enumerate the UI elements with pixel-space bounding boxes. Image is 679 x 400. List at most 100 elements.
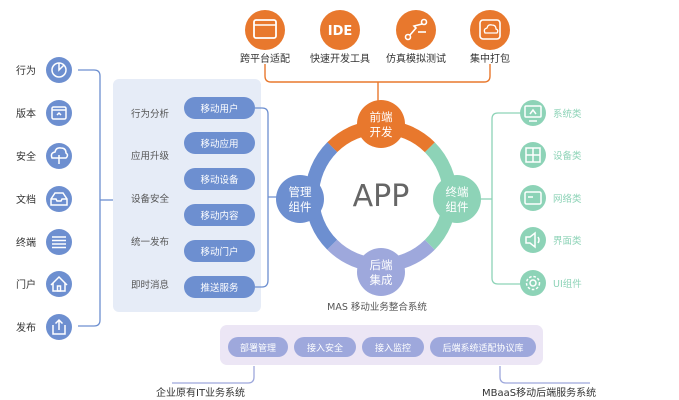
tool-circle [245, 10, 285, 50]
mgmt-label: 应用升级 [131, 150, 170, 162]
right-item-label: UI组件 [553, 278, 582, 290]
center-app-label: APP [353, 179, 410, 214]
tool-label: 集中打包 [470, 52, 510, 65]
node-label-line2: 组件 [446, 200, 469, 214]
left-item-label: 发布 [16, 321, 36, 334]
monitor-icon [524, 105, 542, 122]
left-item-version[interactable]: 版本 [16, 100, 72, 126]
left-icon-column: 行为 版本 安全 文档 [16, 57, 114, 340]
mgmt-pill-mobile-app[interactable]: 移动应用 [184, 132, 255, 154]
node-label-line1: 前端 [370, 110, 393, 124]
node-label-line1: 管理 [289, 185, 312, 199]
right-item-interface[interactable]: 界面类 [520, 227, 582, 253]
node-label-line1: 后端 [370, 258, 393, 272]
mgmt-label: 设备安全 [131, 193, 170, 205]
left-item-label: 文档 [16, 193, 36, 206]
tool-simulation-test[interactable]: 仿真模拟测试 [386, 10, 446, 65]
left-item-portal[interactable]: 门户 [16, 271, 72, 297]
mgmt-label: 统一发布 [131, 236, 169, 248]
mas-pill-label: 接入监控 [375, 342, 411, 354]
left-item-label: 安全 [16, 150, 36, 163]
left-item-circle [46, 229, 72, 255]
home-icon [50, 275, 68, 292]
share-icon [52, 318, 66, 335]
left-item-document[interactable]: 文档 [16, 186, 72, 212]
pill-label: 移动内容 [200, 210, 239, 222]
node-backend[interactable]: 后端 集成 [357, 248, 405, 296]
route-test-icon [404, 18, 428, 41]
node-label-line2: 组件 [289, 200, 312, 214]
right-item-circle [520, 100, 546, 126]
mgmt-pill-mobile-user[interactable]: 移动用户 [184, 97, 255, 119]
document-tray-icon [50, 192, 68, 206]
right-item-circle [520, 185, 546, 211]
node-terminal-components[interactable]: 终端 组件 [433, 175, 481, 223]
left-item-label: 终端 [16, 236, 36, 249]
speaker-icon [525, 231, 540, 249]
node-management-components[interactable]: 管理 组件 [276, 175, 324, 223]
pill-label: 移动设备 [200, 174, 239, 186]
left-bracket [78, 69, 101, 327]
pill-label: 移动门户 [200, 246, 238, 258]
mgmt-pill-mobile-device[interactable]: 移动设备 [184, 168, 255, 190]
tool-packaging[interactable]: 集中打包 [470, 10, 510, 65]
browser-window-icon [253, 19, 277, 39]
card-icon [524, 191, 542, 205]
grid-icon [525, 147, 541, 163]
pill-label: 移动应用 [200, 138, 238, 150]
tool-label: 跨平台适配 [240, 52, 290, 65]
mgmt-pill-mobile-portal[interactable]: 移动门户 [184, 240, 255, 262]
top-tools: 跨平台适配 IDE 快速开发工具 仿真模拟测试 集中打包 [240, 10, 510, 102]
cloud-shield-icon [50, 147, 69, 164]
mas-pill-backend-protocol[interactable]: 后端系统适配协议库 [430, 337, 536, 357]
tool-circle [396, 10, 436, 50]
right-item-label: 设备类 [553, 150, 582, 162]
tool-circle [320, 10, 360, 50]
version-icon [51, 106, 67, 120]
mas-pill-label: 部署管理 [240, 342, 276, 354]
right-item-ui-components[interactable]: UI组件 [520, 270, 582, 296]
node-label-line2: 开发 [370, 125, 393, 139]
bottom-right-connector [499, 366, 590, 384]
right-bracket [491, 112, 522, 285]
mbaas-label: MBaaS移动后端服务系统 [482, 386, 596, 399]
ide-icon: IDE [328, 24, 353, 39]
left-item-circle [46, 186, 72, 212]
pill-label: 移动用户 [200, 103, 238, 115]
left-item-publish[interactable]: 发布 [16, 314, 72, 340]
mgmt-pill-mobile-content[interactable]: 移动内容 [184, 204, 255, 226]
left-item-terminal[interactable]: 终端 [16, 229, 72, 255]
management-panel: 行为分析 应用升级 设备安全 统一发布 即时消息 移动用户 移动应用 移动设备 … [113, 79, 290, 312]
right-icon-column: 系统类 设备类 网络类 界面类 [480, 100, 582, 296]
right-item-circle [520, 270, 546, 296]
cloud-package-icon [479, 19, 501, 40]
mas-title: MAS 移动业务整合系统 [327, 301, 427, 313]
tool-ide[interactable]: IDE 快速开发工具 [310, 10, 370, 65]
list-icon [52, 236, 66, 249]
right-item-label: 界面类 [553, 235, 582, 247]
right-item-network[interactable]: 网络类 [520, 185, 582, 211]
tool-cross-platform[interactable]: 跨平台适配 [240, 10, 290, 65]
node-label-line1: 终端 [446, 185, 469, 199]
right-item-label: 网络类 [553, 193, 582, 205]
left-item-label: 行为 [16, 64, 36, 77]
left-item-security[interactable]: 安全 [16, 143, 72, 169]
mas-pill-deploy-mgmt[interactable]: 部署管理 [228, 337, 288, 357]
tool-label: 仿真模拟测试 [386, 52, 446, 65]
mas-section: MAS 移动业务整合系统 部署管理 接入安全 接入监控 后端系统适配协议库 企业… [156, 301, 596, 399]
right-item-system[interactable]: 系统类 [520, 100, 582, 126]
mgmt-label: 即时消息 [131, 279, 169, 291]
node-frontend[interactable]: 前端 开发 [357, 100, 405, 148]
left-item-behavior[interactable]: 行为 [16, 57, 72, 83]
mgmt-pill-push-service[interactable]: 推送服务 [184, 276, 255, 298]
node-label-line2: 集成 [370, 273, 393, 287]
right-item-circle [520, 227, 546, 253]
left-item-label: 版本 [16, 107, 36, 120]
right-item-device[interactable]: 设备类 [520, 142, 582, 168]
mgmt-label: 行为分析 [131, 108, 170, 120]
mas-pill-access-security[interactable]: 接入安全 [294, 337, 356, 357]
enterprise-it-label: 企业原有IT业务系统 [156, 386, 245, 399]
mas-pill-label: 后端系统适配协议库 [442, 342, 523, 354]
mas-pill-access-monitor[interactable]: 接入监控 [362, 337, 424, 357]
